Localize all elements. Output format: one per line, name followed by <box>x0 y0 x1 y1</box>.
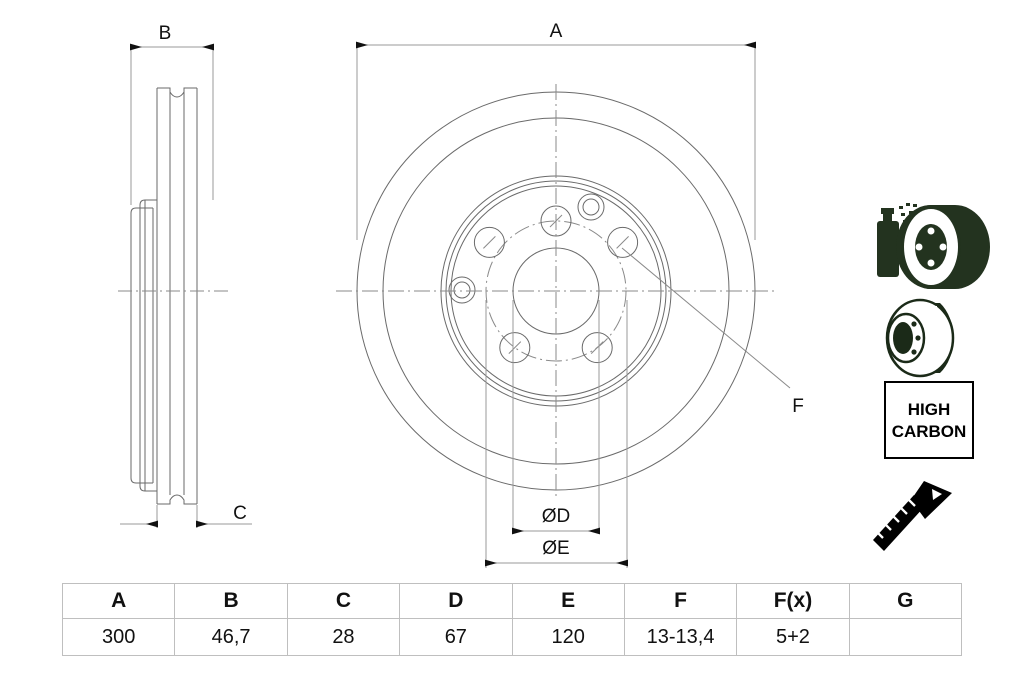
high-carbon-line2: CARBON <box>892 422 967 441</box>
spec-value-e: 120 <box>511 618 625 656</box>
spec-value-fx: 5+2 <box>736 618 850 656</box>
bolt-hole <box>499 332 531 364</box>
bolt-hole <box>581 332 613 364</box>
dimension-label-d: ØD <box>542 506 571 527</box>
spec-value-c: 28 <box>286 618 401 656</box>
spec-header-a: A <box>61 583 176 619</box>
locating-hole <box>577 193 605 221</box>
spec-header-d: D <box>399 583 513 619</box>
spec-header-c: C <box>286 583 401 619</box>
high-carbon-line1: HIGH <box>908 400 951 419</box>
locating-hole-group <box>448 193 605 304</box>
mounting-screw-icon <box>873 481 952 551</box>
spec-header-b: B <box>174 583 288 619</box>
dimension-label-c: C <box>233 503 247 524</box>
bolt-hole <box>473 226 505 258</box>
spec-header-fx: F(x) <box>736 583 850 619</box>
dimension-d <box>512 300 600 535</box>
spec-header-e: E <box>511 583 625 619</box>
dimension-a <box>356 41 756 240</box>
spec-table: A B C D E F F(x) G 300 46,7 28 67 120 13… <box>61 583 963 656</box>
bolt-hole-group <box>473 205 639 364</box>
dimension-label-f: F <box>792 396 804 417</box>
dimension-e <box>485 300 628 568</box>
spec-value-a: 300 <box>61 618 176 656</box>
dimension-label-b: B <box>159 23 172 44</box>
dimension-b <box>130 43 214 205</box>
spec-header-g: G <box>848 583 963 619</box>
locating-hole <box>448 276 476 304</box>
spec-value-f: 13-13,4 <box>623 618 738 656</box>
bolt-hole <box>607 226 639 258</box>
table-row: 300 46,7 28 67 120 13-13,4 5+2 <box>61 618 963 656</box>
spec-value-d: 67 <box>399 618 513 656</box>
dimension-c <box>120 505 252 528</box>
spec-header-f: F <box>623 583 738 619</box>
spec-value-g <box>848 618 963 656</box>
side-view <box>130 87 198 505</box>
vented-disc-icon <box>885 298 955 378</box>
spec-value-b: 46,7 <box>174 618 288 656</box>
dimension-label-a: A <box>550 21 563 42</box>
high-carbon-badge: HIGH CARBON <box>884 381 974 459</box>
spec-table-header-row: A B C D E F F(x) G <box>61 583 963 619</box>
dimension-label-e: ØE <box>542 538 569 559</box>
coating-spray-disc-icon <box>877 203 990 289</box>
leader-line-f <box>621 247 791 389</box>
